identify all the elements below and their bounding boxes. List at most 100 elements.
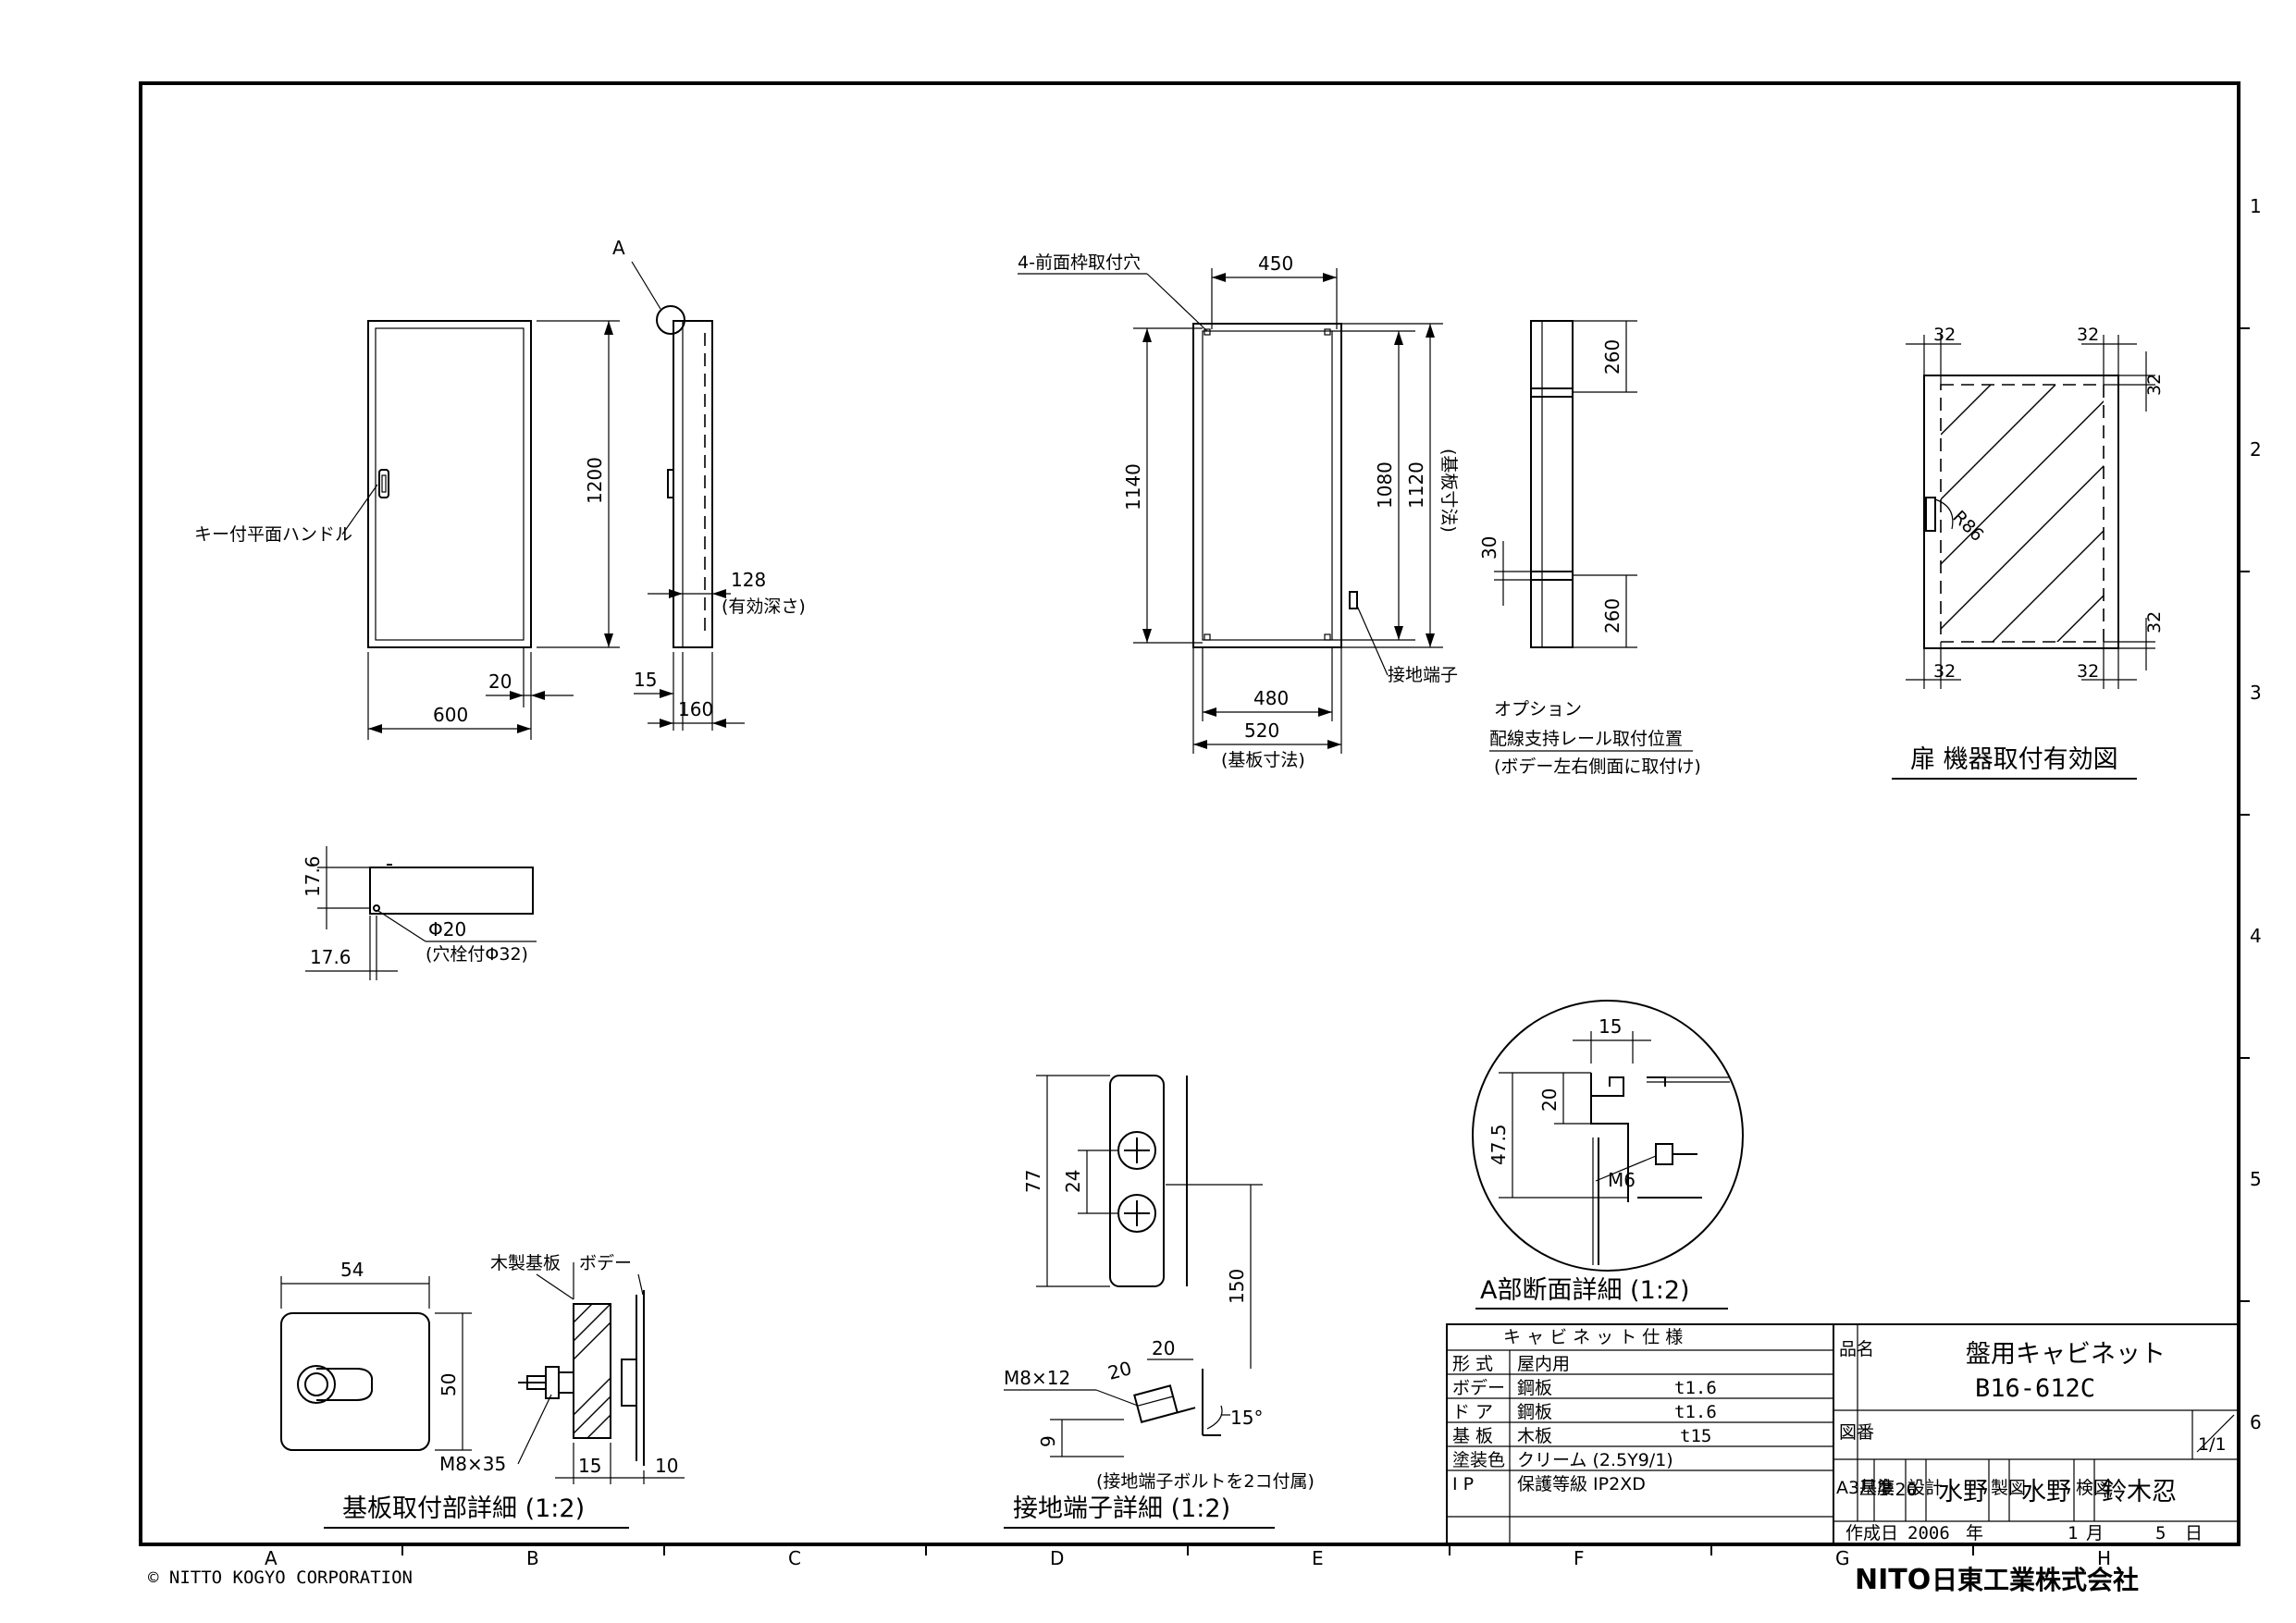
hole-diameter: Φ20 — [428, 918, 466, 941]
dim-17-6-vertical: 17.6 — [302, 855, 324, 897]
spec-header: キ ャ ビ ネ ッ ト 仕 様 — [1503, 1327, 1683, 1347]
dim-30: 30 — [1478, 536, 1500, 559]
spec-value: t15 — [1680, 1426, 1711, 1446]
title-block: 品名 盤用キャビネット B16-612C 図番 1/1 A3基準 尺度 1:20… — [1833, 1323, 2240, 1545]
door-handle-icon — [1925, 497, 1936, 532]
row-label: 1 — [2250, 195, 2262, 217]
ground-terminal-icon — [1349, 591, 1358, 609]
spec-label: 塗装色 — [1452, 1449, 1505, 1470]
mount-detail-title: 基板取付部詳細 (1:2) — [342, 1494, 585, 1523]
draft-label: 製図 — [1991, 1478, 2026, 1498]
col-label: C — [788, 1547, 801, 1569]
col-label: H — [2097, 1547, 2111, 1569]
bolt-head-icon — [1655, 1143, 1673, 1165]
dim-height: 1200 — [584, 457, 606, 504]
terminal-plate-outline — [1109, 1075, 1165, 1287]
col-label: F — [1574, 1547, 1585, 1569]
spec-value: t1.6 — [1674, 1402, 1717, 1422]
dim-32: 32 — [1933, 325, 1956, 345]
company-logo: NITO — [1855, 1564, 1931, 1596]
spec-material: クリーム (2.5Y9/1) — [1517, 1450, 1673, 1470]
detail-a-circle — [1472, 1000, 1744, 1272]
scale-value: 1:20 — [1878, 1480, 1918, 1500]
dim-24: 24 — [1062, 1170, 1084, 1193]
wood-board-label: 木製基板 — [490, 1253, 561, 1273]
border-row-labels: 1 2 3 4 5 6 — [2250, 195, 2262, 1433]
slot-outline — [316, 1368, 373, 1401]
rail-top — [1530, 387, 1574, 398]
option-line2: 配線支持レール取付位置 — [1489, 729, 1683, 749]
dim-1140: 1140 — [1122, 463, 1144, 510]
door-outline — [1923, 375, 2119, 649]
col-label: E — [1312, 1547, 1324, 1569]
spec-table-outline — [1446, 1323, 1834, 1545]
dim-54: 54 — [340, 1259, 364, 1281]
dim-450: 450 — [1258, 252, 1293, 275]
terminal-side-section — [1133, 1384, 1196, 1423]
spec-table: キ ャ ビ ネ ッ ト 仕 様 形 式 屋内用 ボデー 鋼板 t1.6 ド ア … — [1446, 1323, 1834, 1545]
dim-128-note: (有効深さ) — [722, 596, 806, 617]
dim-20a: 20 — [1105, 1357, 1134, 1384]
bolt-label: M6 — [1608, 1169, 1636, 1191]
spec-material: 屋内用 — [1517, 1354, 1570, 1374]
month-unit: 月 — [2086, 1523, 2104, 1543]
row-label: 4 — [2250, 925, 2262, 947]
spec-label: 基 板 — [1452, 1426, 1493, 1446]
dim-32: 32 — [2144, 611, 2165, 633]
dim-1080: 1080 — [1374, 461, 1396, 509]
date-month: 1 — [2068, 1523, 2078, 1543]
product-name: 盤用キャビネット — [1966, 1340, 2166, 1369]
col-label: D — [1050, 1547, 1064, 1569]
day-unit: 日 — [2185, 1523, 2203, 1543]
cabinet-side-outline — [673, 320, 713, 648]
mount-bolt-label: M8×35 — [439, 1453, 506, 1475]
hole-note: (穴栓付Φ32) — [426, 944, 528, 965]
dim-50: 50 — [438, 1373, 460, 1396]
angle-label: 15° — [1230, 1407, 1263, 1429]
dim-128: 128 — [731, 569, 766, 591]
drafter-name: 水野 — [2021, 1478, 2071, 1506]
backplate-view: 4-前面枠取付穴 接地端子 450 1140 1080 — [1018, 252, 1459, 770]
spec-label: I P — [1452, 1474, 1474, 1494]
door-view-title: 扉 機器取付有効図 — [1910, 745, 2118, 774]
dim-32: 32 — [1933, 661, 1956, 682]
dim-480: 480 — [1253, 687, 1289, 709]
nut-icon — [545, 1366, 560, 1399]
checker-name: 鈴木忍 — [2102, 1478, 2177, 1506]
spec-material: 保護等級 IP2XD — [1517, 1474, 1646, 1494]
col-label: B — [526, 1547, 539, 1569]
dim-20: 20 — [488, 670, 512, 693]
spec-label: ド ア — [1452, 1402, 1493, 1422]
row-label: 2 — [2250, 438, 2262, 461]
knockout-hole-icon — [373, 904, 380, 912]
dim-32: 32 — [2077, 661, 2099, 682]
side-view: A 15 160 128 (有効深さ) — [612, 237, 806, 731]
body-label: ボデー — [579, 1253, 632, 1273]
date-day: 5 — [2155, 1523, 2166, 1543]
backplate-inner — [1202, 330, 1333, 641]
company-name: 日東工業株式会社 — [1932, 1565, 2139, 1595]
row-label: 6 — [2250, 1411, 2262, 1433]
option-line3: (ボデー左右側面に取付け) — [1494, 756, 1701, 777]
spec-value: t1.6 — [1674, 1378, 1717, 1398]
spec-label: 形 式 — [1452, 1354, 1493, 1374]
title-block-outline — [1833, 1323, 2240, 1545]
cabinet-top-outline — [369, 867, 534, 915]
ground-note: (接地端子ボルトを2コ付属) — [1096, 1471, 1315, 1492]
check-label: 検図 — [2076, 1478, 2111, 1498]
sheet-number: 1/1 — [2198, 1434, 2227, 1455]
scale-label: 尺度 — [1859, 1478, 1895, 1498]
row-label: 5 — [2250, 1168, 2262, 1190]
dim-260-top: 260 — [1601, 339, 1623, 375]
year-unit: 年 — [1966, 1523, 1983, 1543]
col-label: A — [265, 1547, 278, 1569]
ground-bolt-label: M8×12 — [1004, 1367, 1070, 1389]
option-title: オプション — [1494, 699, 1582, 719]
wood-board-section — [573, 1303, 611, 1439]
dim-77: 77 — [1022, 1170, 1044, 1193]
door-effective-view: R86 32 32 32 32 32 32 扉 — [1892, 325, 2165, 780]
designer-name: 水野 — [1938, 1478, 1988, 1506]
dim-32-marks: 32 32 32 32 32 32 — [1906, 325, 2165, 689]
mount-plate-outline — [280, 1312, 430, 1451]
